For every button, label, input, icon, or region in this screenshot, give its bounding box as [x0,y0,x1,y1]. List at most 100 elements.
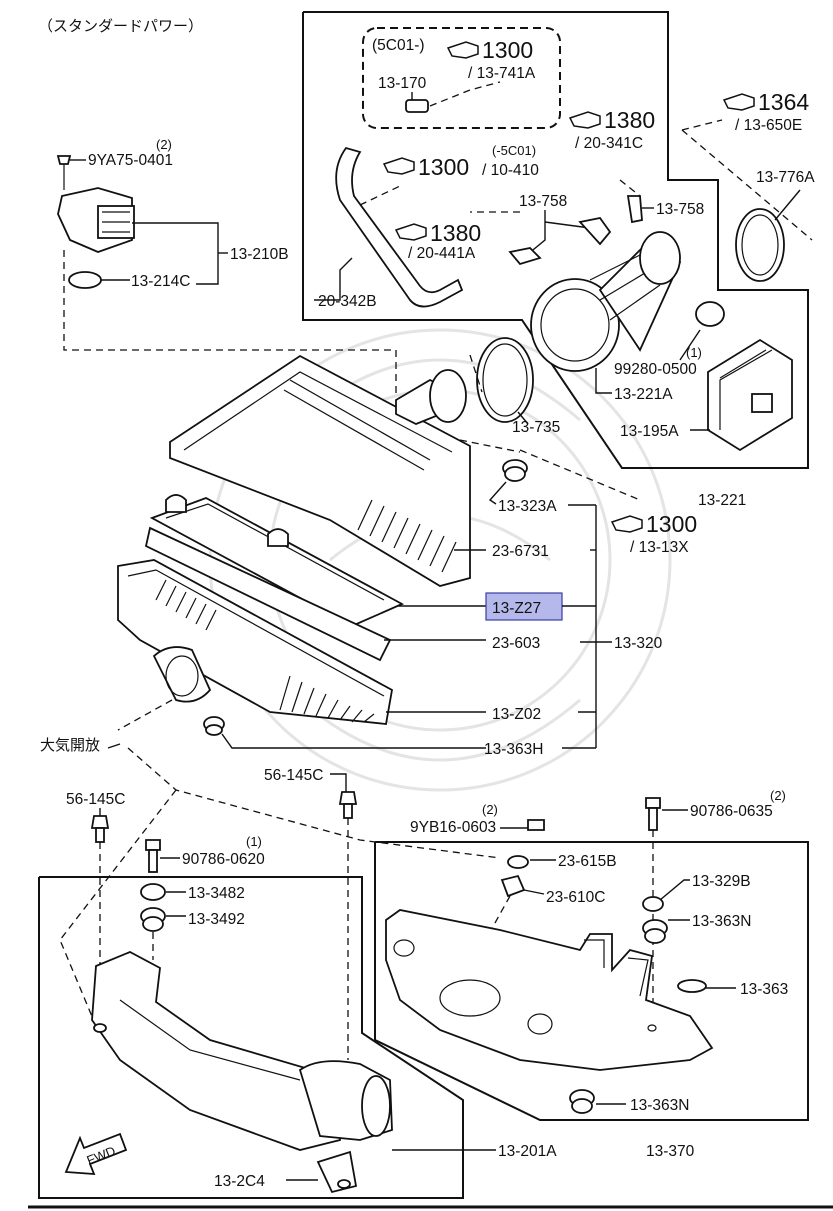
ref-1300-b-number: 1300 [418,154,469,180]
filter-element-13-Z27 [149,494,405,628]
label-atmospheric-vent: 大気開放 [40,736,100,754]
label-13-221: 13-221 [698,492,746,509]
intake-pipe-13-201A [91,951,393,1151]
ref-1300-c: 1300 / 13-13X [610,511,697,556]
qty-90786-0620: (1) [246,834,262,849]
ref-1380-a: 1380 / 20-341C [568,107,655,152]
label-23-603: 23-603 [492,635,540,652]
qty-90786-0635: (2) [770,788,786,803]
cover-ribs [357,499,457,573]
ref-1380-a-number: 1380 [604,107,655,133]
bracket-13-2C4 [316,1150,358,1194]
label-99280-0500: 99280-0500 [614,361,697,378]
ref-1300-c-number: 1300 [646,511,697,537]
ref-1300-a-sub: / 13-741A [468,65,536,82]
label-56-145C-a: 56-145C [66,791,125,808]
intake-duct-13-221A [530,231,682,372]
label-23-615B: 23-615B [558,853,617,870]
label-13-363N-a: 13-363N [692,913,751,930]
qty-9YA75: (2) [156,137,172,152]
air-cleaner-cover-23-6731 [169,354,471,587]
bolt-90786-0620 [145,839,161,873]
grommet-13-323A [502,459,528,482]
breather-hose-20-342B [335,146,464,308]
qty-99280: (1) [686,345,702,360]
mass-airflow-sensor [56,155,135,289]
pointing-hand-icon [568,111,601,129]
fwd-arrow: FWD [64,1132,128,1176]
ref-1380-b-sub: / 20-441A [408,245,476,262]
label-13-201A: 13-201A [498,1143,557,1160]
label-13-2C4: 13-2C4 [214,1173,265,1190]
gasket-23-603 [144,526,392,662]
washer-23-615B [507,855,529,869]
resonator-13-195A [695,301,793,452]
nut-23-610C [500,874,526,898]
grommet-13-363 [677,979,707,993]
ref-1380-a-sub: / 20-341C [575,135,643,152]
label-90786-0620: 90786-0620 [182,851,265,868]
fwd-arrow-icon [64,1132,128,1176]
ref-1300-b-note: (-5C01) [492,143,536,158]
label-13-370: 13-370 [646,1143,695,1160]
clamp-13-776A [735,208,785,282]
ref-1364-sub: / 13-650E [735,117,802,134]
label-13-3492: 13-3492 [188,911,245,928]
label-13-210B: 13-210B [230,246,289,263]
ref-1300-b-sub: / 10-410 [482,162,539,179]
label-13-Z02: 13-Z02 [492,706,541,723]
label-13-170: 13-170 [378,75,427,92]
insulator-13-363N-top [642,919,668,944]
label-56-145C-b: 56-145C [264,767,323,784]
label-13-214C: 13-214C [131,273,190,290]
label-13-3482: 13-3482 [188,885,245,902]
collar-13-329B [642,896,664,912]
label-13-363H: 13-363H [484,741,543,758]
ref-1300-c-sub: / 13-13X [630,539,689,556]
air-cleaner-case-13-Z02 [117,559,393,725]
label-13-776A: 13-776A [756,169,815,186]
insulator-13-3492 [140,907,166,932]
variant-title: （スタンダードパワー） [38,17,203,35]
ref-1364-number: 1364 [758,89,809,115]
bolt-9YB16 [527,819,545,831]
ref-1300-a: 1300 / 13-741A [446,37,536,82]
label-20-342B: 20-342B [318,293,377,310]
pointing-hand-icon [382,157,415,175]
pointing-hand-icon [446,41,479,59]
label-23-610C: 23-610C [546,889,605,906]
pointing-hand-icon [610,515,643,533]
group-frames [28,11,833,1209]
label-23-6731: 23-6731 [492,543,549,560]
label-13-758-b: 13-758 [656,201,704,218]
bolt-56-145C-left [90,815,110,843]
bolt-90786-0635 [645,797,661,831]
label-13-329B: 13-329B [692,873,751,890]
label-5C01: (5C01-) [372,37,425,54]
collar-13-3482 [140,883,166,901]
label-13-758-a: 13-758 [519,193,567,210]
qty-9YB16: (2) [482,802,498,817]
bolt-56-145C-right [338,791,358,819]
hose-fittings-13-758 [508,195,643,266]
label-13-363N-b: 13-363N [630,1097,689,1114]
grommet-13-363H [203,716,225,736]
ref-1364: 1364 / 13-650E [722,89,809,134]
label-13-323A: 13-323A [498,498,557,515]
label-13-363: 13-363 [740,981,788,998]
label-13-Z27[interactable]: 13-Z27 [492,600,541,617]
pointing-hand-icon [722,93,755,111]
ref-1300-a-number: 1300 [482,37,533,63]
label-13-221A: 13-221A [614,386,673,403]
ref-1380-b: 1380 / 20-441A [394,220,481,262]
label-13-195A: 13-195A [620,423,679,440]
ref-1380-b-number: 1380 [430,220,481,246]
insulator-13-363N-bottom [569,1089,595,1114]
pointing-hand-icon [394,223,427,241]
label-90786-0635: 90786-0635 [690,803,773,820]
check-valve-13-170 [405,81,501,113]
ref-1300-b: 1300 / 10-410 [382,154,539,180]
clamp-13-735 [476,337,534,423]
case-ribs [155,579,375,723]
